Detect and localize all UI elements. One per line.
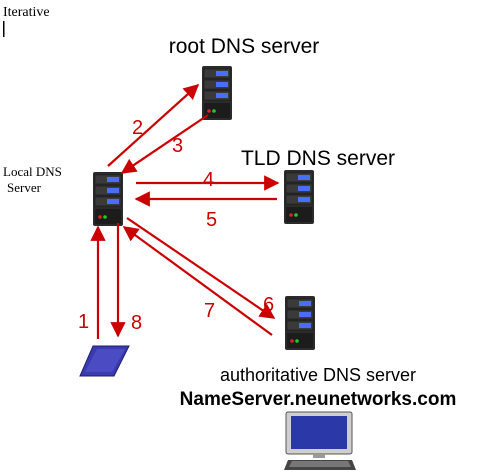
root-dns-label: root DNS server xyxy=(169,35,320,58)
step-number-2: 2 xyxy=(132,117,143,139)
step-number-8: 8 xyxy=(131,312,142,334)
arrow-6 xyxy=(126,217,276,319)
step-numbers: 2 3 4 5 6 7 1 8 xyxy=(78,117,274,334)
text-cursor-icon xyxy=(3,21,5,37)
local-dns-label-line2: Server xyxy=(7,180,42,195)
authoritative-server-icon xyxy=(284,295,316,351)
nameserver-label: NameServer.neunetworks.com xyxy=(180,389,457,410)
step-number-6: 6 xyxy=(263,294,274,316)
desktop-computer-icon xyxy=(284,411,356,470)
root-server-icon xyxy=(201,65,233,121)
step-number-1: 1 xyxy=(78,311,89,333)
arrows xyxy=(90,83,280,339)
arrow-3 xyxy=(120,114,209,174)
arrow-2 xyxy=(107,83,200,167)
laptop-icon xyxy=(79,345,130,377)
step-number-3: 3 xyxy=(172,135,183,157)
tld-dns-label: TLD DNS server xyxy=(241,147,395,170)
arrow-7 xyxy=(122,226,273,336)
corner-label: Iterative xyxy=(3,5,50,20)
local-dns-label: Local DNS xyxy=(3,164,62,179)
local-dns-server-icon xyxy=(92,171,124,227)
step-number-5: 5 xyxy=(206,209,217,231)
step-number-7: 7 xyxy=(204,300,215,322)
step-number-4: 4 xyxy=(203,169,214,191)
authoritative-dns-label: authoritative DNS server xyxy=(220,365,416,385)
tld-server-icon xyxy=(283,169,315,225)
